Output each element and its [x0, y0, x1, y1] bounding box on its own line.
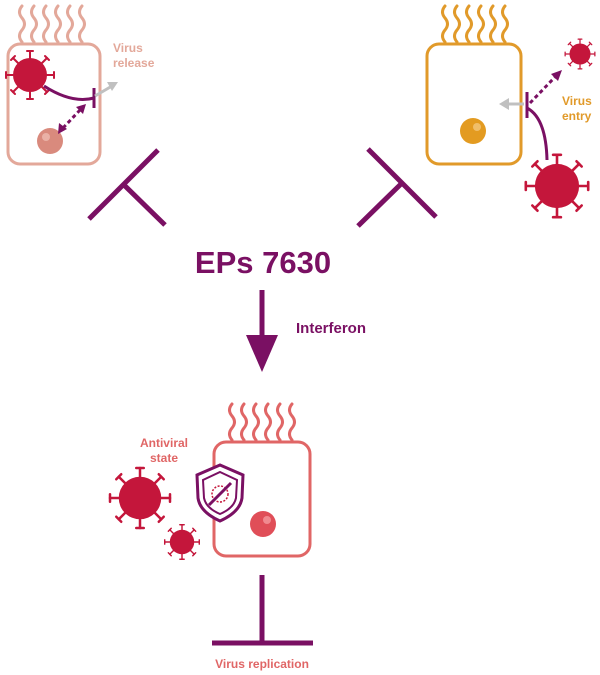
antiviral-nucleus [250, 511, 276, 537]
entry-nucleus [460, 118, 486, 144]
antiviral-label-line2: state [150, 451, 178, 465]
virus-replication-label: Virus replication [215, 657, 309, 671]
virus-release-panel: Virus release [5, 4, 155, 166]
inhibit-release-tbar [87, 148, 167, 227]
antiviral-label-line1: Antiviral [140, 436, 188, 450]
entry-inhibit-arc [526, 106, 549, 161]
release-virus-icon [5, 50, 55, 100]
antiviral-cell-cilia [228, 402, 296, 442]
eps-7630-label: EPs 7630 [195, 245, 331, 280]
entry-small-virus-icon [564, 38, 596, 70]
inhibit-replication-tbar [212, 575, 313, 646]
antiviral-small-virus-icon [164, 523, 200, 561]
entry-label-line1: Virus [562, 94, 592, 108]
antiviral-large-virus-icon [108, 466, 172, 530]
interferon-label: Interferon [296, 320, 366, 337]
interferon-arrow [246, 290, 278, 372]
release-label-line1: Virus [113, 41, 143, 55]
release-grey-arrow [94, 84, 113, 98]
release-inhibit-arc [43, 84, 95, 101]
entry-cell-cilia [441, 4, 509, 44]
shield-icon [195, 463, 245, 523]
antiviral-panel: Antiviral state [108, 402, 312, 561]
entry-label-line2: entry [562, 109, 592, 123]
entry-dashed-arrow [528, 74, 558, 105]
release-label-line2: release [113, 56, 155, 70]
release-cell-cilia [18, 4, 86, 44]
virus-entry-panel: Virus entry [425, 4, 596, 219]
inhibit-entry-tbar [356, 147, 438, 228]
entry-large-virus-icon [524, 153, 590, 219]
